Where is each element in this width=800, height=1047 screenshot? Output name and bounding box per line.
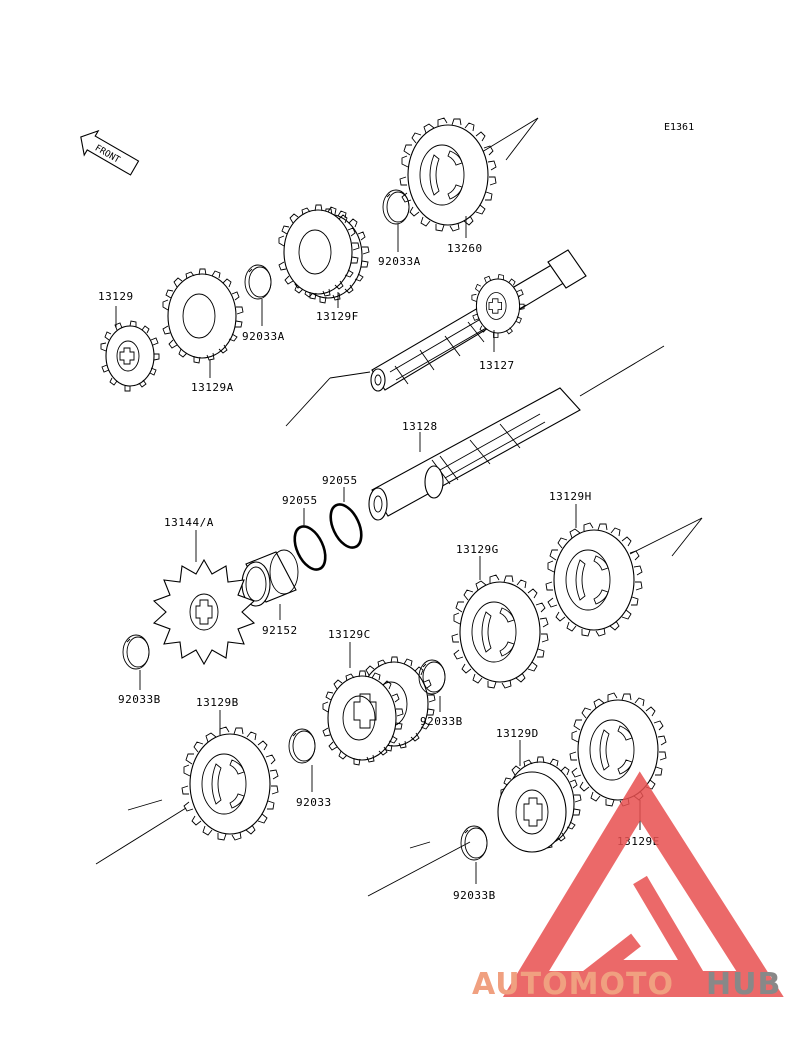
shaft-13128 — [368, 387, 581, 521]
automotohub-watermark-text: AUTOMOTO HUB — [472, 967, 781, 1002]
label-92055-a: 92055 — [282, 494, 318, 507]
watermark-part1: AUTOMOTO — [472, 967, 674, 1002]
shaft-13127 — [370, 249, 587, 392]
automotohub-logo-icon — [502, 771, 784, 997]
label-92033b-left: 92033B — [118, 693, 161, 706]
circlip-92033b-mid — [418, 659, 446, 695]
circlip-92033a-mid — [244, 264, 272, 300]
label-92033: 92033 — [296, 796, 332, 809]
sprocket-13144a — [152, 558, 256, 666]
circlip-92033b-left — [122, 634, 150, 670]
gear-13129g — [451, 574, 549, 689]
gear-13260 — [399, 117, 497, 232]
diagram-code-label: E1361 — [664, 122, 694, 133]
oring-92055-a — [293, 525, 327, 571]
label-13129f: 13129F — [316, 310, 359, 323]
gear-13129c — [322, 656, 436, 766]
label-13129g: 13129G — [456, 543, 499, 556]
label-92055-b: 92055 — [322, 474, 358, 487]
sleeve-92152 — [241, 549, 299, 607]
label-13129d: 13129D — [496, 727, 539, 740]
label-13129b: 13129B — [196, 696, 239, 709]
gear-13129d — [497, 756, 582, 853]
circlip-92033b-bottom — [460, 825, 488, 861]
label-13128: 13128 — [402, 420, 438, 433]
label-13260: 13260 — [447, 242, 483, 255]
label-13129: 13129 — [98, 290, 134, 303]
gear-13129h — [545, 522, 643, 637]
label-13129h: 13129H — [549, 490, 592, 503]
label-13129a: 13129A — [191, 381, 234, 394]
label-92033a-top: 92033A — [378, 255, 421, 268]
gear-13129b — [181, 726, 279, 841]
watermark-part2: HUB — [706, 967, 781, 1002]
gear-13129 — [100, 320, 160, 392]
gear-13129a — [162, 268, 244, 364]
circlip-92033a-top — [382, 189, 410, 225]
gear-13129f — [278, 204, 370, 304]
front-arrow-icon: FRONT — [80, 129, 140, 176]
circlip-92033 — [288, 728, 316, 764]
label-92033b-bottom: 92033B — [453, 889, 496, 902]
label-13129c: 13129C — [328, 628, 371, 641]
label-92033a-mid: 92033A — [242, 330, 285, 343]
label-92152: 92152 — [262, 624, 298, 637]
label-13144a: 13144/A — [164, 516, 214, 529]
gear-13129e — [569, 692, 667, 807]
label-13127: 13127 — [479, 359, 515, 372]
label-92033b-mid: 92033B — [420, 715, 463, 728]
oring-92055-b — [329, 503, 363, 549]
